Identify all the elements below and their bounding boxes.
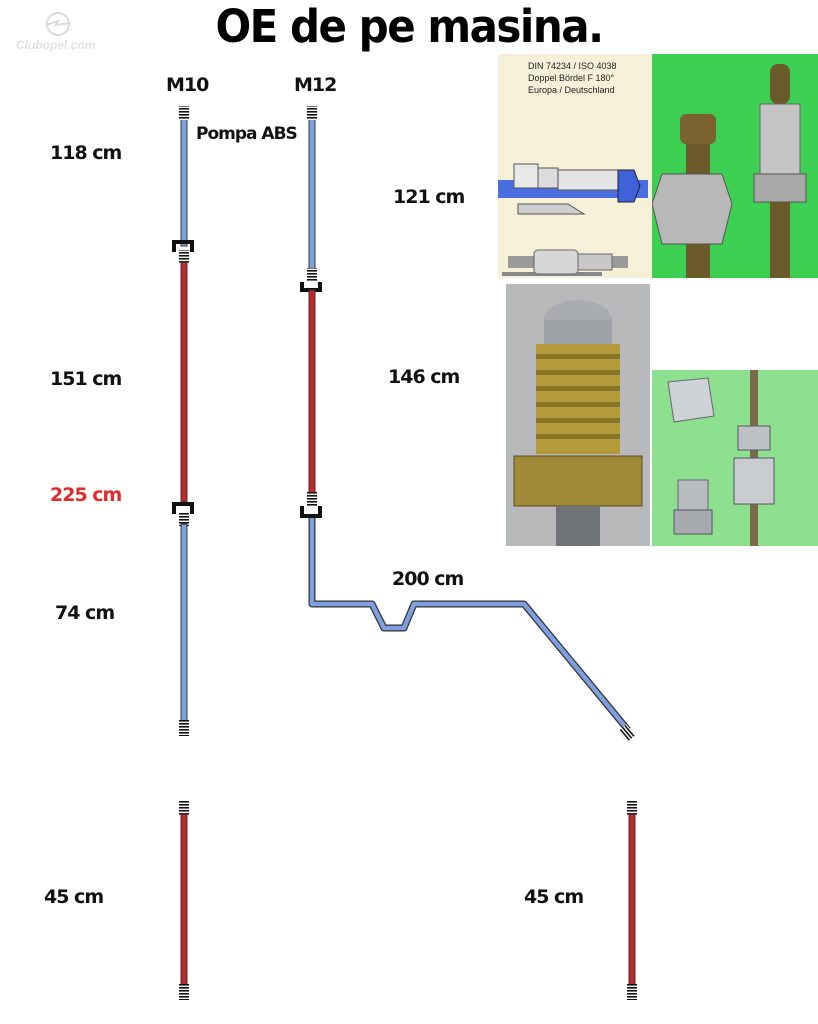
left-pipe-mid-segment	[180, 261, 188, 503]
watermark-text: Clubopel.com	[16, 38, 96, 52]
bottom-left-pipe	[179, 800, 189, 1000]
photo-din-spec-drawing: DIN 74234 / ISO 4038 Doppel Bördel F 180…	[498, 54, 652, 278]
right-fitting-2	[300, 506, 322, 518]
label-left-bottom-length: 74 cm	[55, 602, 115, 624]
label-right-bent-length: 200 cm	[392, 568, 464, 590]
brake-fittings-photo-icon	[652, 54, 818, 278]
label-m10: M10	[166, 74, 209, 96]
label-right-mid-length: 146 cm	[388, 366, 460, 388]
label-right-top-length: 121 cm	[393, 186, 465, 208]
label-m12: M12	[294, 74, 337, 96]
left-fitting-2	[172, 502, 194, 526]
label-left-total-length: 225 cm	[50, 484, 122, 506]
label-bottom-right-length: 45 cm	[524, 886, 584, 908]
bottom-right-pipe	[627, 800, 637, 1000]
watermark-logo: Clubopel.com	[16, 10, 116, 56]
flare-fitting-drawing-icon	[498, 163, 648, 276]
left-pipe-top-segment	[179, 106, 189, 247]
label-left-mid-length: 151 cm	[50, 368, 122, 390]
right-pipe-top-segment	[307, 106, 317, 282]
spec-text: DIN 74234 / ISO 4038 Doppel Bördel F 180…	[528, 61, 617, 95]
right-pipe-mid-segment	[307, 289, 317, 506]
brake-nuts-photo-icon	[652, 370, 818, 546]
label-bottom-left-length: 45 cm	[44, 886, 104, 908]
right-pipe-bent-segment	[308, 518, 636, 742]
photo-fittings-green	[652, 54, 818, 278]
label-left-top-length: 118 cm	[50, 142, 122, 164]
label-pompa-abs: Pompa ABS	[196, 124, 298, 144]
photo-nuts-green	[652, 370, 818, 546]
left-pipe-bottom-segment	[179, 523, 189, 736]
opel-logo-icon	[45, 12, 71, 36]
page-title: OE de pe masina.	[215, 0, 604, 53]
left-fitting-1	[172, 240, 194, 264]
fitting-closeup-photo-icon	[506, 284, 650, 546]
right-fitting-1	[300, 282, 322, 292]
photo-fitting-closeup	[506, 284, 650, 546]
